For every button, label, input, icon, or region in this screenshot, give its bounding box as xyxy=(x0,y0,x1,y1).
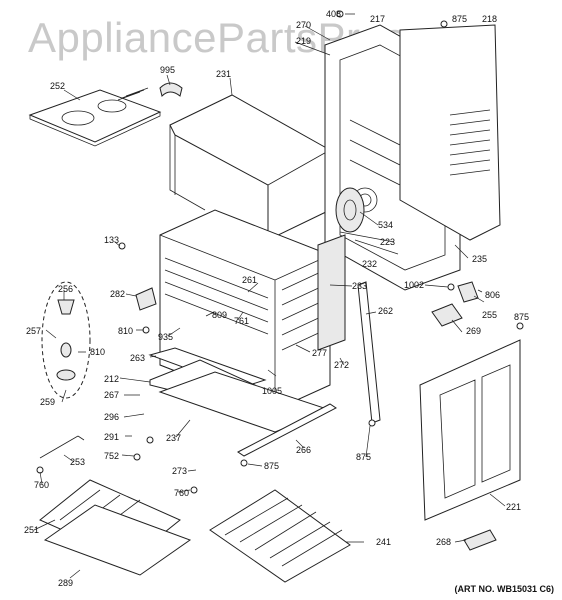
label-810: 810 xyxy=(118,326,133,336)
label-252: 252 xyxy=(50,81,65,91)
label-221: 221 xyxy=(506,502,521,512)
label-251: 251 xyxy=(24,525,39,535)
part-drawer-slide-266 xyxy=(237,403,337,457)
part-harness-995 xyxy=(159,82,183,97)
label-217: 217 xyxy=(370,14,385,24)
label-296: 296 xyxy=(104,412,119,422)
label-1005: 1005 xyxy=(262,386,282,396)
part-door-221 xyxy=(419,339,521,521)
label-270: 270 xyxy=(296,20,311,30)
label-263: 263 xyxy=(130,353,145,363)
label-237: 237 xyxy=(166,433,181,443)
part-bracket-255 xyxy=(457,281,479,303)
part-group-256 xyxy=(41,281,91,399)
part-insulation-232 xyxy=(317,234,346,351)
label-282: 282 xyxy=(110,289,125,299)
label-212: 212 xyxy=(104,374,119,384)
label-133: 133 xyxy=(104,235,119,245)
label-256: 256 xyxy=(58,284,73,294)
label-534: 534 xyxy=(378,220,393,230)
label-995: 995 xyxy=(160,65,175,75)
label-268: 268 xyxy=(436,537,451,547)
label-291: 291 xyxy=(104,432,119,442)
art-number: (ART NO. WB15031 C6) xyxy=(454,584,554,594)
label-875: 875 xyxy=(356,452,371,462)
label-761: 761 xyxy=(234,316,249,326)
label-223: 223 xyxy=(380,237,395,247)
label-253: 253 xyxy=(70,457,85,467)
label-257: 257 xyxy=(26,326,41,336)
label-875: 875 xyxy=(264,461,279,471)
label-875: 875 xyxy=(514,312,529,322)
leader-lines xyxy=(33,13,506,579)
label-261: 261 xyxy=(242,275,257,285)
label-752: 752 xyxy=(104,451,119,461)
label-259: 259 xyxy=(40,397,55,407)
part-rail-262 xyxy=(357,281,381,424)
label-232: 232 xyxy=(362,259,377,269)
part-cooktop-252 xyxy=(28,87,162,147)
label-277: 277 xyxy=(312,348,327,358)
label-219: 219 xyxy=(296,36,311,46)
label-255: 255 xyxy=(482,310,497,320)
part-knob-282 xyxy=(135,287,157,311)
label-269: 269 xyxy=(466,326,481,336)
label-266: 266 xyxy=(296,445,311,455)
part-switch-269 xyxy=(431,303,463,327)
label-760: 760 xyxy=(34,480,49,490)
part-pan-289 xyxy=(43,504,192,576)
label-241: 241 xyxy=(376,537,391,547)
label-267: 267 xyxy=(104,390,119,400)
part-hinge-268 xyxy=(463,529,497,551)
label-806: 806 xyxy=(485,290,500,300)
label-231: 231 xyxy=(216,69,231,79)
label-809: 809 xyxy=(212,310,227,320)
label-875: 875 xyxy=(452,14,467,24)
part-screws xyxy=(36,10,524,494)
part-outer-cover-231 xyxy=(169,94,331,241)
label-273: 273 xyxy=(172,466,187,476)
label-760: 760 xyxy=(174,488,189,498)
label-1002: 1002 xyxy=(404,280,424,290)
label-810: 810 xyxy=(90,347,105,357)
label-272: 272 xyxy=(334,360,349,370)
label-233: 233 xyxy=(352,281,367,291)
label-289: 289 xyxy=(58,578,73,588)
label-218: 218 xyxy=(482,14,497,24)
part-bake-element-253 xyxy=(39,435,85,459)
label-935: 935 xyxy=(158,332,173,342)
label-262: 262 xyxy=(378,306,393,316)
part-labels: 252 995 231 408 270 217 875 218 219 133 … xyxy=(24,9,529,588)
label-235: 235 xyxy=(472,254,487,264)
part-oven-rack-241 xyxy=(209,489,351,583)
label-408: 408 xyxy=(326,9,341,19)
part-convection-fan-534 xyxy=(335,187,365,233)
part-back-panel-218 xyxy=(399,24,501,241)
